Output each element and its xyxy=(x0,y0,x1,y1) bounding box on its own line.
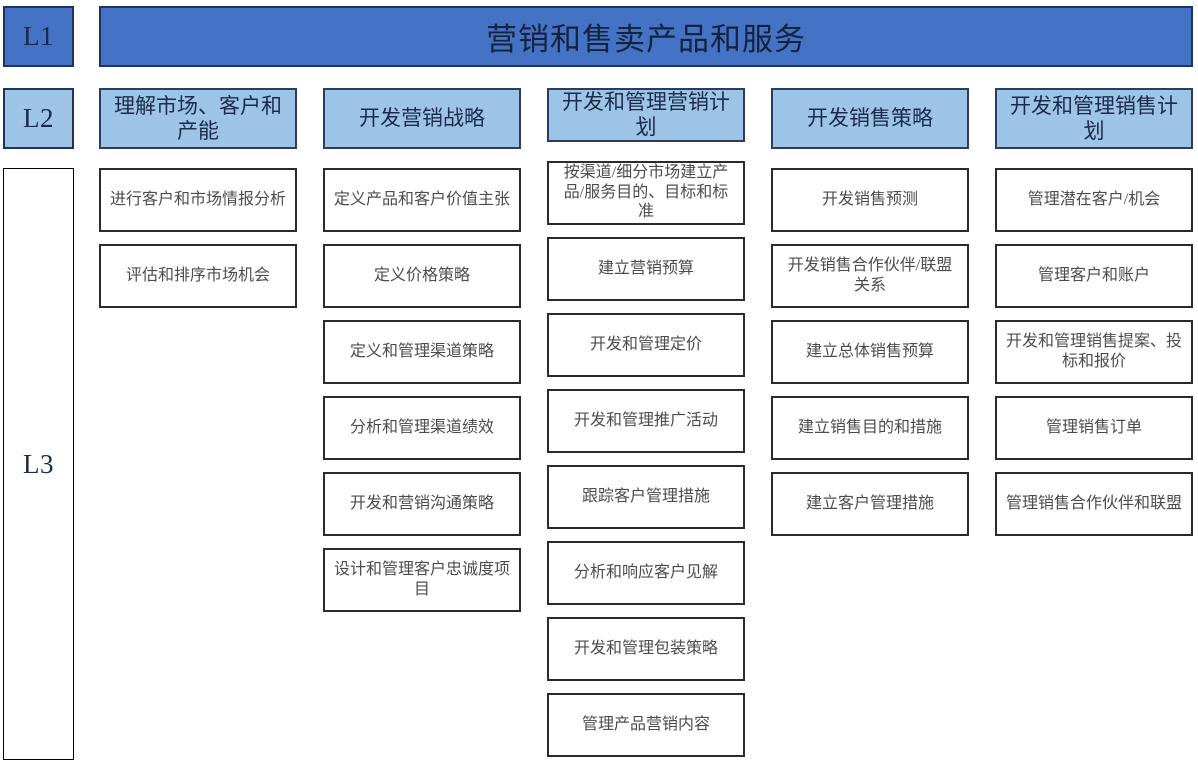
process-column: 开发营销战略定义产品和客户价值主张定义价格策略定义和管理渠道策略分析和管理渠道绩… xyxy=(323,88,521,760)
l3-activity-label: 管理销售合作伙伴和联盟 xyxy=(1005,495,1182,513)
l3-activity-label: 跟踪客户管理措施 xyxy=(581,487,710,505)
level-badge-l2-label: L2 xyxy=(23,103,54,133)
l3-activity-box[interactable]: 开发销售预测 xyxy=(771,168,969,232)
l2-process-label: 开发和管理营销计划 xyxy=(562,90,730,139)
l3-activity-box[interactable]: 开发和管理销售提案、投标和报价 xyxy=(995,320,1193,384)
l3-activity-box[interactable]: 管理产品营销内容 xyxy=(547,692,745,757)
l3-activity-box[interactable]: 分析和管理渠道绩效 xyxy=(323,396,521,460)
l3-activity-label: 定义价格策略 xyxy=(373,267,470,285)
l3-activity-label: 设计和管理客户忠诚度项目 xyxy=(333,561,510,598)
l3-activity-box[interactable]: 开发和管理包装策略 xyxy=(547,616,745,681)
l3-activity-box[interactable]: 跟踪客户管理措施 xyxy=(547,464,745,529)
l2-process-label: 开发销售策略 xyxy=(807,106,933,131)
l3-activity-label: 开发和管理包装策略 xyxy=(573,639,718,657)
l3-activity-box[interactable]: 开发和营销沟通策略 xyxy=(323,472,521,536)
l3-activity-label: 管理销售订单 xyxy=(1045,419,1142,437)
l3-activity-box[interactable]: 分析和响应客户见解 xyxy=(547,540,745,605)
l3-activity-label: 建立营销预算 xyxy=(597,259,694,277)
level-badge-l3: L3 xyxy=(3,168,74,760)
l3-activity-box[interactable]: 设计和管理客户忠诚度项目 xyxy=(323,548,521,612)
l3-activity-label: 管理客户和账户 xyxy=(1037,267,1150,285)
l3-activity-label: 按渠道/细分市场建立产品/服务目的、目标和标准 xyxy=(563,164,729,221)
l3-activity-label: 分析和响应客户见解 xyxy=(573,563,718,581)
level-badge-l2: L2 xyxy=(3,88,74,149)
l2-process-label: 开发营销战略 xyxy=(359,106,485,131)
l3-activity-box[interactable]: 建立总体销售预算 xyxy=(771,320,969,384)
l3-activity-label: 管理产品营销内容 xyxy=(581,715,710,733)
l3-activity-label: 建立销售目的和措施 xyxy=(797,419,942,437)
l3-activity-box[interactable]: 管理客户和账户 xyxy=(995,244,1193,308)
l3-activity-label: 定义产品和客户价值主张 xyxy=(333,191,510,209)
l3-activity-label: 开发和管理定价 xyxy=(589,335,702,353)
l3-activity-box[interactable]: 定义和管理渠道策略 xyxy=(323,320,521,384)
l3-activity-label: 管理潜在客户/机会 xyxy=(1027,191,1161,209)
l3-activity-box[interactable]: 管理销售合作伙伴和联盟 xyxy=(995,472,1193,536)
l3-activity-box[interactable]: 评估和排序市场机会 xyxy=(99,244,297,308)
l3-activity-box[interactable]: 按渠道/细分市场建立产品/服务目的、目标和标准 xyxy=(547,160,745,225)
l3-activity-box[interactable]: 定义产品和客户价值主张 xyxy=(323,168,521,232)
l2-process-label: 开发和管理销售计划 xyxy=(1010,93,1178,143)
l3-activity-label: 定义和管理渠道策略 xyxy=(349,343,494,361)
l3-activity-label: 评估和排序市场机会 xyxy=(125,267,270,285)
l3-activity-label: 开发和管理推广活动 xyxy=(573,411,718,429)
l3-activity-label: 开发销售预测 xyxy=(821,191,918,209)
process-column: 理解市场、客户和产能进行客户和市场情报分析评估和排序市场机会 xyxy=(99,88,297,760)
l3-activity-box[interactable]: 开发销售合作伙伴/联盟关系 xyxy=(771,244,969,308)
l1-process-banner: 营销和售卖产品和服务 xyxy=(99,6,1193,67)
process-column: 开发和管理销售计划管理潜在客户/机会管理客户和账户开发和管理销售提案、投标和报价… xyxy=(995,88,1193,760)
l3-activity-label: 建立客户管理措施 xyxy=(805,495,934,513)
level-badge-l1: L1 xyxy=(3,6,74,67)
process-column: 开发销售策略开发销售预测开发销售合作伙伴/联盟关系建立总体销售预算建立销售目的和… xyxy=(771,88,969,760)
l2-process-box[interactable]: 开发和管理营销计划 xyxy=(547,88,745,142)
l3-activity-label: 开发销售合作伙伴/联盟关系 xyxy=(787,257,953,294)
l2-process-box[interactable]: 开发和管理销售计划 xyxy=(995,88,1193,149)
level-badge-l3-label: L3 xyxy=(23,448,54,479)
process-columns: 理解市场、客户和产能进行客户和市场情报分析评估和排序市场机会开发营销战略定义产品… xyxy=(99,88,1193,760)
l3-activity-box[interactable]: 进行客户和市场情报分析 xyxy=(99,168,297,232)
l3-activity-box[interactable]: 建立销售目的和措施 xyxy=(771,396,969,460)
l2-process-box[interactable]: 理解市场、客户和产能 xyxy=(99,88,297,149)
l2-process-box[interactable]: 开发销售策略 xyxy=(771,88,969,149)
l3-activity-label: 进行客户和市场情报分析 xyxy=(109,191,286,209)
l3-activity-box[interactable]: 开发和管理推广活动 xyxy=(547,388,745,453)
l3-activity-label: 开发和管理销售提案、投标和报价 xyxy=(1005,333,1182,370)
l3-activity-box[interactable]: 定义价格策略 xyxy=(323,244,521,308)
l3-activity-box[interactable]: 管理销售订单 xyxy=(995,396,1193,460)
l3-activity-label: 分析和管理渠道绩效 xyxy=(349,419,494,437)
l2-process-label: 理解市场、客户和产能 xyxy=(114,93,282,143)
process-column: 开发和管理营销计划按渠道/细分市场建立产品/服务目的、目标和标准建立营销预算开发… xyxy=(547,88,745,760)
l3-activity-box[interactable]: 建立营销预算 xyxy=(547,236,745,301)
l3-activity-label: 建立总体销售预算 xyxy=(805,343,934,361)
l3-activity-box[interactable]: 管理潜在客户/机会 xyxy=(995,168,1193,232)
l3-activity-label: 开发和营销沟通策略 xyxy=(349,495,494,513)
l2-process-box[interactable]: 开发营销战略 xyxy=(323,88,521,149)
l1-process-title: 营销和售卖产品和服务 xyxy=(486,22,806,57)
level-badge-l1-label: L1 xyxy=(23,21,54,51)
l3-activity-box[interactable]: 开发和管理定价 xyxy=(547,312,745,377)
l3-activity-box[interactable]: 建立客户管理措施 xyxy=(771,472,969,536)
